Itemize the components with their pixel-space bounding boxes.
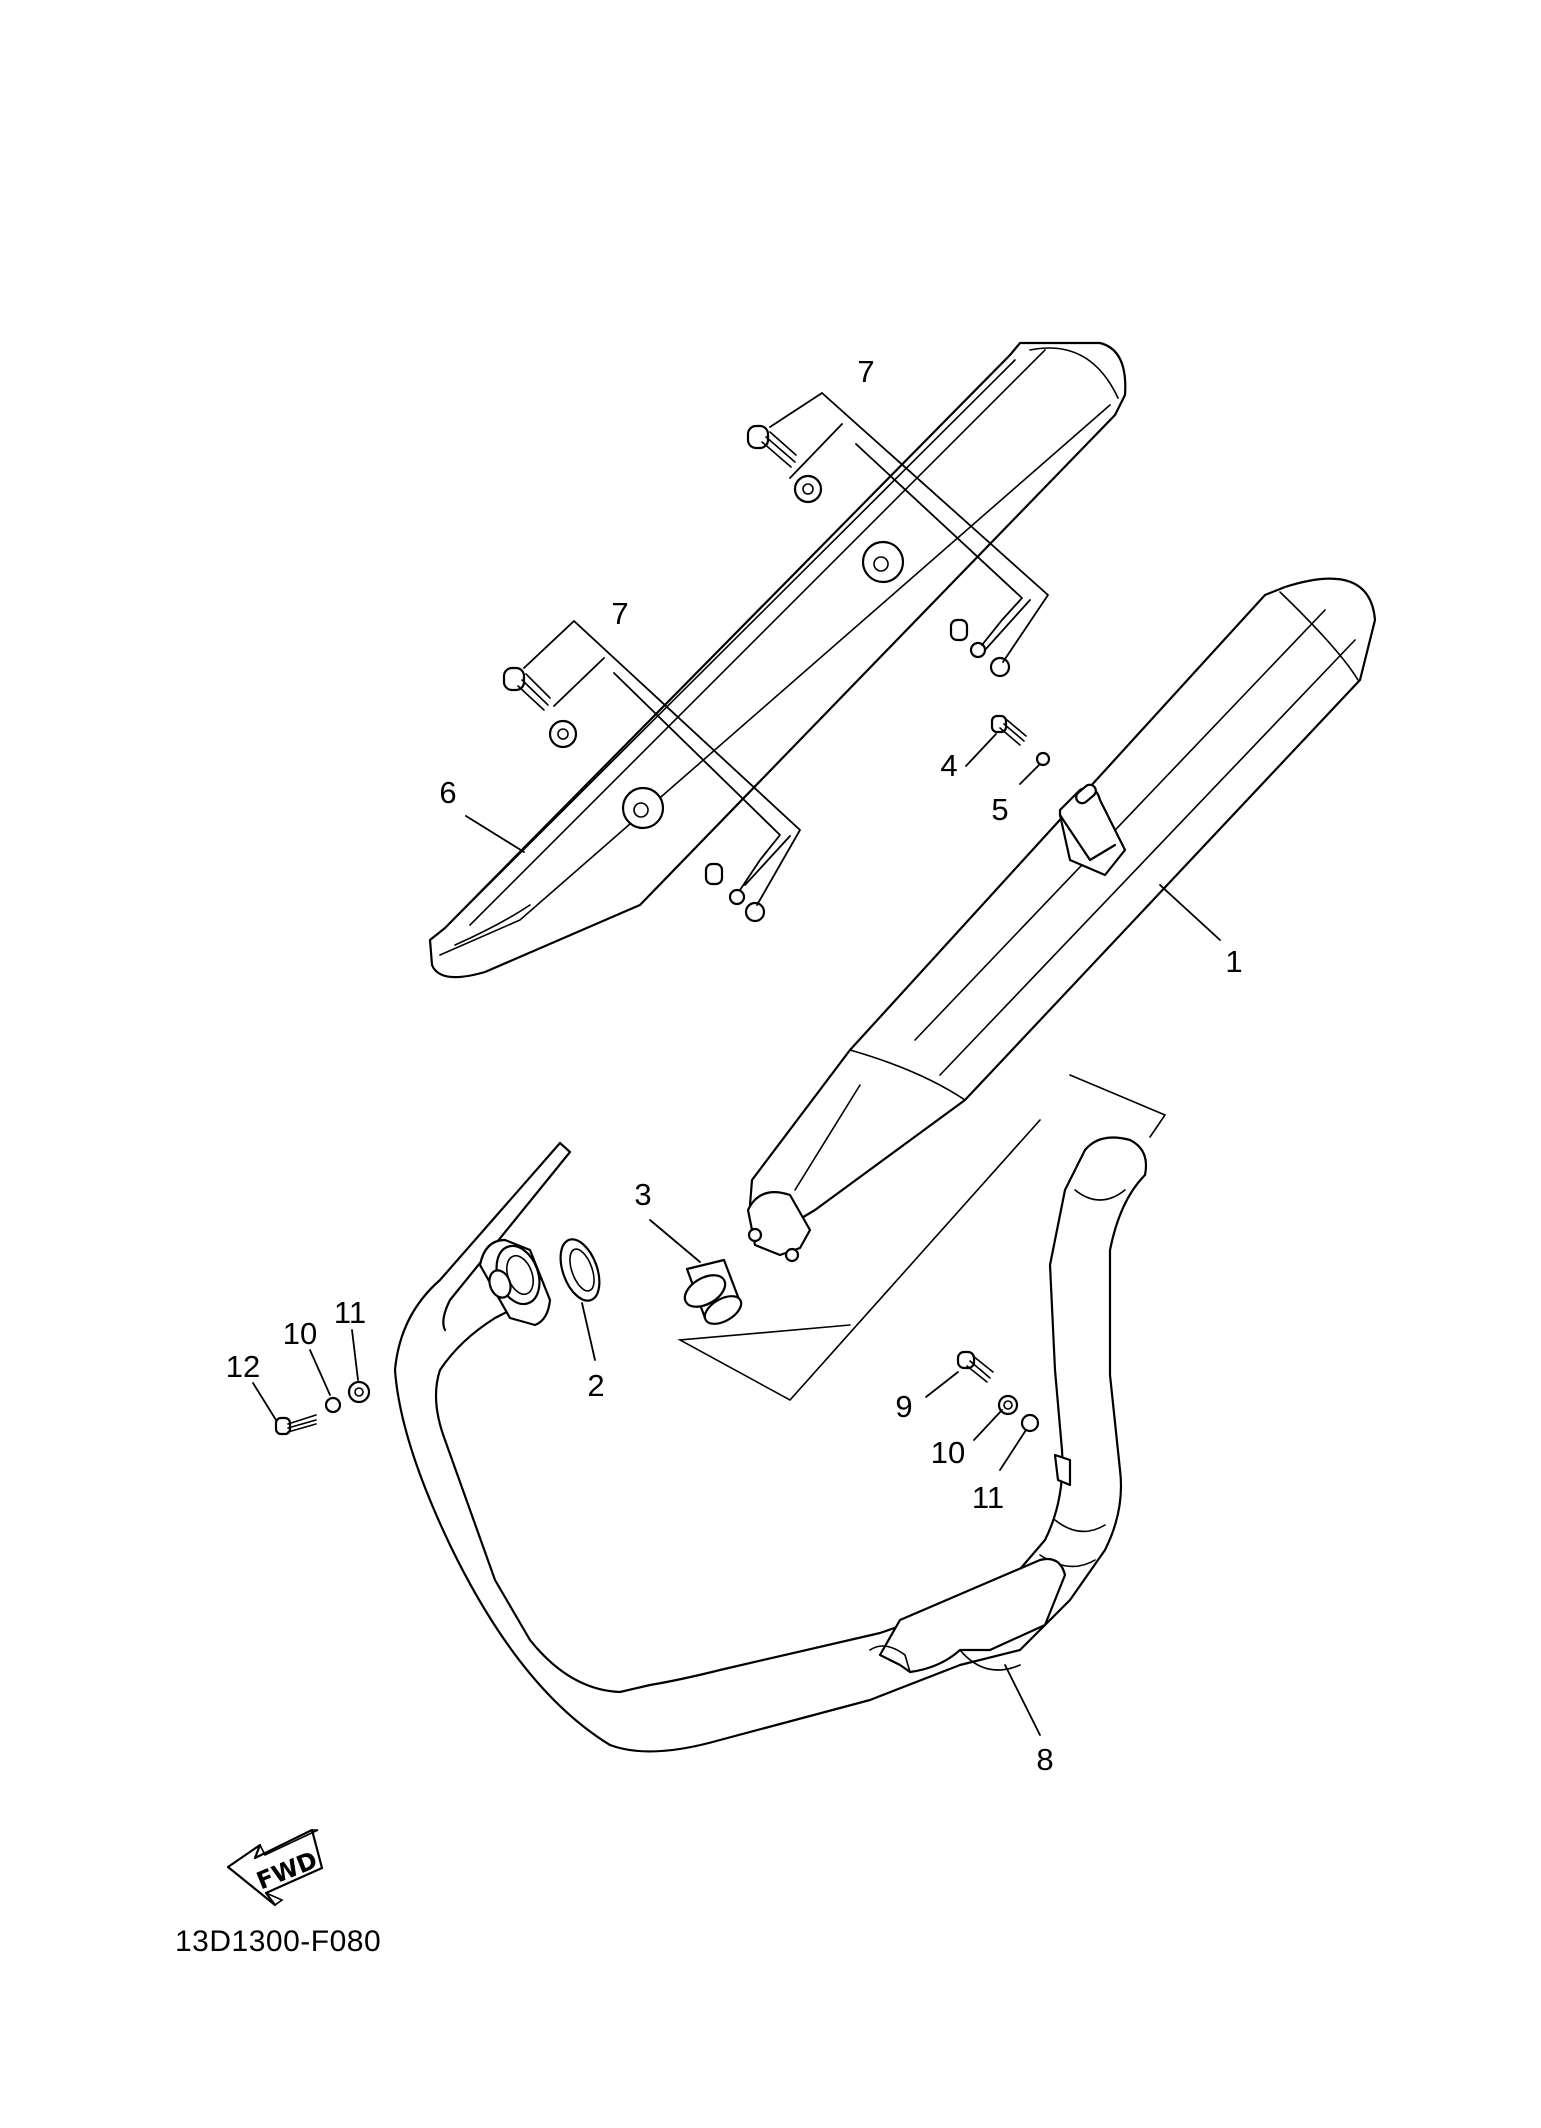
shield-grommet-upper	[861, 540, 905, 584]
pipe-bracket-washer-small	[1020, 1413, 1040, 1433]
callout-9: 9	[895, 1389, 912, 1424]
callout-10-left: 10	[283, 1316, 317, 1351]
flange-washer-large	[347, 1380, 371, 1404]
callout-8: 8	[1036, 1742, 1053, 1777]
leader-lines	[252, 392, 1221, 1736]
callout-2: 2	[587, 1368, 604, 1403]
bracket-bolt	[990, 714, 1027, 746]
pipe-bracket-washer-large	[997, 1394, 1019, 1416]
callout-1: 1	[1225, 944, 1242, 979]
assembly-line-upper	[1069, 1074, 1167, 1138]
callout-10-right: 10	[931, 1435, 965, 1470]
callout-7-upper: 7	[857, 354, 874, 389]
forward-arrow-icon: FWD	[226, 1828, 324, 1907]
joint-sleeve	[683, 1258, 743, 1325]
callout-4: 4	[940, 748, 957, 783]
callout-3: 3	[634, 1177, 651, 1212]
shield-fastener-set-upper	[746, 424, 1011, 678]
exhaust-pipe	[393, 1136, 1148, 1753]
flange-bolt	[274, 1414, 317, 1436]
shield-grommet-lower	[621, 786, 665, 830]
callout-11-right: 11	[972, 1480, 1004, 1515]
bracket-washer	[1035, 751, 1051, 767]
heat-shield	[428, 341, 1127, 979]
exhaust-gasket	[559, 1238, 601, 1302]
callout-5: 5	[991, 792, 1008, 827]
pipe-bracket-bolt	[956, 1350, 994, 1383]
shield-fastener-set-lower	[502, 666, 766, 923]
diagram-reference-code: 13D1300-F080	[175, 1925, 382, 1958]
muffler	[746, 577, 1377, 1263]
flange-washer-small	[324, 1396, 342, 1414]
callout-11-left: 11	[334, 1295, 366, 1330]
assembly-line-lower	[677, 1119, 1041, 1402]
callout-7-lower: 7	[611, 596, 628, 631]
callout-12: 12	[226, 1349, 260, 1384]
callout-6: 6	[439, 775, 456, 810]
